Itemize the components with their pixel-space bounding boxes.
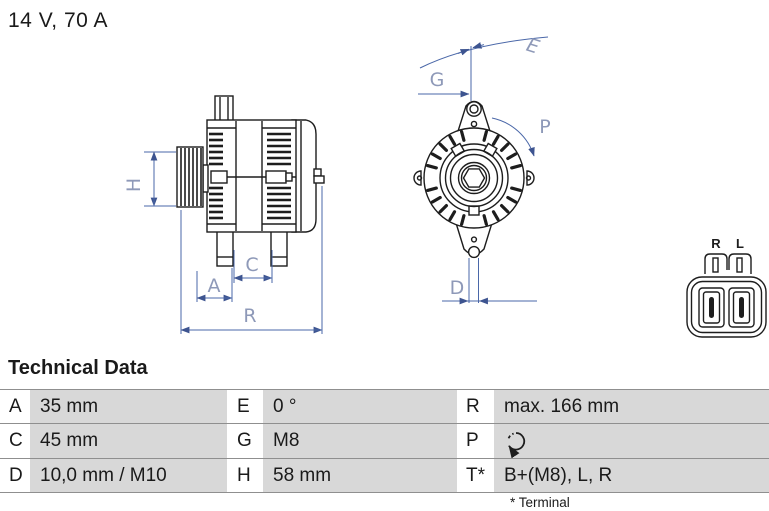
side-rear-cover [291,119,317,233]
cell-value-E: 0 ° [263,390,457,423]
side-view-drawing: H A C R [123,95,325,334]
alternator-front-illustration [413,100,535,259]
cell-value-A: 35 mm [30,390,227,423]
front-top-ear-boss [466,101,482,117]
connector-housing [686,276,767,338]
technical-data-heading: Technical Data [8,357,148,379]
table-border [0,389,769,390]
rotation-clockwise-icon [507,432,526,459]
table-row: A 35 mm E 0 ° R max. 166 mm [0,390,769,423]
front-shaft-nut [462,168,486,188]
table-row: D 10,0 mm / M10 H 58 mm T* B+(M8), L, R [0,459,769,492]
cell-label-T: T* [457,459,494,492]
page-title-rating: 14 V, 70 A [8,9,108,32]
technical-data-table: A 35 mm E 0 ° R max. 166 mm C 45 mm G M8… [0,389,769,493]
cell-label-H: H [227,459,263,492]
cell-label-C: C [0,424,30,458]
dim-label-a: A [208,275,221,297]
cell-value-D: 10,0 mm / M10 [30,459,227,492]
terminal-footnote: * Terminal [510,495,570,510]
front-view-drawing: E G P D [413,34,551,305]
cell-label-E: E [227,390,263,423]
cell-label-R: R [457,390,494,423]
connector-slots [698,287,755,328]
side-terminal-stud [313,168,322,177]
connector-pin-l [739,297,744,318]
table-border [0,492,769,493]
cell-label-P: P [457,424,494,458]
table-border [0,458,769,459]
dim-label-p: P [539,116,550,138]
side-view-dimensions: H A C R [123,151,323,334]
side-fins-rear [267,132,291,220]
dim-label-d: D [450,277,465,299]
cell-label-A: A [0,390,30,423]
cell-value-P [494,424,769,459]
dim-label-c: C [245,254,258,276]
side-through-bolt [210,170,228,184]
side-fins-front [209,132,223,220]
cell-value-C: 45 mm [30,424,227,458]
cell-value-H: 58 mm [263,459,457,492]
table-row: C 45 mm G M8 P [0,424,769,459]
connector-clips [704,253,752,274]
cell-value-R: max. 166 mm [494,390,769,423]
cell-label-D: D [0,459,30,492]
dim-label-e: E [524,34,542,59]
pulley-grooves [180,148,202,206]
front-fin-slots [426,130,523,226]
cell-label-G: G [227,424,263,458]
connector-pin-r [709,297,714,318]
connector-terminal-l-label: L [736,236,744,251]
cell-value-T: B+(M8), L, R [494,459,769,492]
side-foot-rear [270,229,288,267]
front-pulley-rim [449,153,499,203]
cell-value-G: M8 [263,424,457,458]
dim-label-r: R [243,305,256,327]
table-border [0,423,769,424]
dim-label-h: H [123,178,145,192]
connector-detail-drawing: R L [686,236,767,338]
front-body-circle [423,127,525,229]
connector-terminal-r-label: R [711,236,721,251]
dim-label-g: G [430,69,445,91]
side-foot-front [216,229,234,267]
side-shaft [202,164,209,193]
alternator-side-illustration [176,95,325,267]
front-bottom-ear-hole [467,245,481,259]
